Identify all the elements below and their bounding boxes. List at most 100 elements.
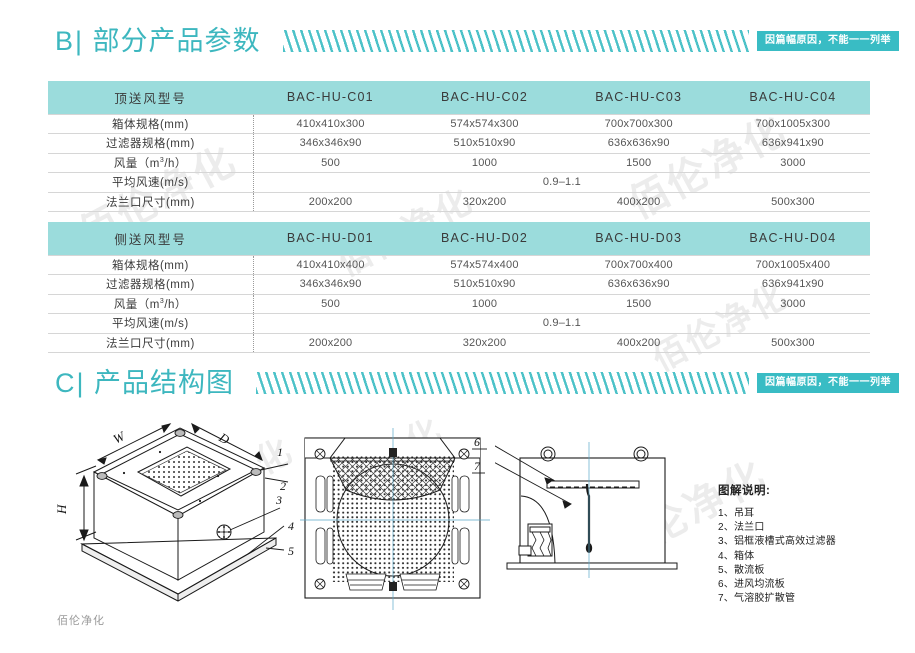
callout-1: 1	[277, 445, 283, 459]
section-title-text-c: 产品结构图	[94, 367, 235, 398]
section-letter-c: C	[55, 367, 76, 398]
legend-item: 7、气溶胶扩散管	[718, 593, 796, 605]
row-label: 法兰口尺寸(mm)	[48, 333, 254, 353]
table-cell: 636x941x90	[715, 133, 870, 154]
section-badge-b: 因篇幅原因，不能一一列举	[757, 31, 899, 51]
table-cell: 1000	[407, 294, 562, 314]
table-cell: 3000	[715, 153, 870, 173]
section-title-text-b: 部分产品参数	[92, 25, 261, 56]
table-cell: 636x941x90	[715, 274, 870, 295]
table-cell: 346x346x90	[253, 133, 408, 154]
table-cell: 3000	[715, 294, 870, 314]
row-label: 过滤器规格(mm)	[48, 133, 254, 154]
table-cell: 700x1005x300	[715, 113, 870, 134]
table-row: 过滤器规格(mm) 346x346x90 510x510x90 636x636x…	[48, 274, 870, 295]
table-row: 风量（m3/h） 500 1000 1500 3000	[48, 294, 870, 314]
legend-item: 2、法兰口	[718, 522, 765, 534]
callout-7: 7	[474, 459, 481, 473]
table-header-row: 侧送风型号 BAC-HU-D01 BAC-HU-D02 BAC-HU-D03 B…	[48, 222, 870, 255]
table-cell: 574x574x300	[407, 113, 562, 134]
callout-4: 4	[288, 519, 294, 533]
table-cell: 400x200	[561, 333, 716, 353]
table-cell: 320x200	[407, 192, 562, 212]
callout-3: 3	[275, 493, 282, 507]
table-column-header: BAC-HU-C02	[407, 81, 562, 114]
row-label: 平均风速(m/s)	[48, 313, 254, 334]
table-row-header-label: 侧送风型号	[48, 222, 254, 255]
table-cell: 1500	[561, 153, 716, 173]
legend-item: 1、吊耳	[718, 508, 755, 519]
dimension-label-h: H	[54, 504, 69, 515]
section-badge-c: 因篇幅原因，不能一一列举	[757, 373, 899, 393]
stripe-decoration	[282, 30, 749, 52]
legend-item: 5、散流板	[718, 564, 765, 576]
dimension-label-d: D	[216, 429, 233, 447]
table-row: 箱体规格(mm) 410x410x400 574x574x400 700x700…	[48, 254, 870, 275]
table-cell: 346x346x90	[253, 274, 408, 295]
table-cell: 500x300	[715, 192, 870, 212]
table-column-header: BAC-HU-D04	[715, 222, 870, 255]
section-header-b: B| 部分产品参数 因篇幅原因，不能一一列举	[0, 18, 915, 64]
diagram-legend: 图解说明: 1、吊耳 2、法兰口 3、铝框液槽式高效过滤器 4、箱体 5、散流板…	[718, 482, 908, 606]
table-cell-merged: 0.9–1.1	[253, 172, 870, 193]
table-header-row: 顶送风型号 BAC-HU-C01 BAC-HU-C02 BAC-HU-C03 B…	[48, 81, 870, 114]
row-label: 平均风速(m/s)	[48, 172, 254, 193]
table-row: 过滤器规格(mm) 346x346x90 510x510x90 636x636x…	[48, 133, 870, 154]
row-label: 风量（m3/h）	[48, 153, 254, 173]
table-row: 平均风速(m/s) 0.9–1.1	[48, 172, 870, 193]
row-label: 法兰口尺寸(mm)	[48, 192, 254, 212]
spec-table-side-supply: 侧送风型号 BAC-HU-D01 BAC-HU-D02 BAC-HU-D03 B…	[48, 222, 870, 353]
table-cell: 200x200	[253, 333, 408, 353]
section-header-c: C| 产品结构图 因篇幅原因，不能一一列举	[0, 360, 915, 406]
table-cell: 400x200	[561, 192, 716, 212]
table-column-header: BAC-HU-D01	[253, 222, 408, 255]
table-row: 平均风速(m/s) 0.9–1.1	[48, 313, 870, 334]
callout-2: 2	[280, 479, 286, 493]
table-column-header: BAC-HU-C04	[715, 81, 870, 114]
dimension-label-w: W	[111, 428, 129, 447]
table-cell: 320x200	[407, 333, 562, 353]
table-column-header: BAC-HU-D02	[407, 222, 562, 255]
spec-table-top-supply: 顶送风型号 BAC-HU-C01 BAC-HU-C02 BAC-HU-C03 B…	[48, 81, 870, 212]
diagram-callouts-6-7: 6 7	[472, 435, 487, 474]
table-cell: 700x1005x400	[715, 254, 870, 275]
table-cell: 500	[253, 294, 408, 314]
table-cell: 410x410x400	[253, 254, 408, 275]
table-cell: 410x410x300	[253, 113, 408, 134]
table-cell: 700x700x300	[561, 113, 716, 134]
row-label: 箱体规格(mm)	[48, 254, 254, 275]
stripe-decoration	[256, 372, 749, 394]
table-column-header: BAC-HU-C03	[561, 81, 716, 114]
table-cell: 1000	[407, 153, 562, 173]
table-row: 法兰口尺寸(mm) 200x200 320x200 400x200 500x30…	[48, 333, 870, 353]
table-row-header-label: 顶送风型号	[48, 81, 254, 114]
table-cell: 1500	[561, 294, 716, 314]
legend-item: 4、箱体	[718, 550, 755, 562]
table-cell: 700x700x400	[561, 254, 716, 275]
table-row: 风量（m3/h） 500 1000 1500 3000	[48, 153, 870, 173]
table-cell: 510x510x90	[407, 133, 562, 154]
legend-title: 图解说明:	[718, 485, 771, 497]
callout-6: 6	[474, 435, 480, 449]
diagram-plan-view	[300, 428, 490, 610]
row-label: 箱体规格(mm)	[48, 113, 254, 134]
table-cell-merged: 0.9–1.1	[253, 313, 870, 334]
section-letter-b: B	[55, 25, 75, 56]
table-row: 箱体规格(mm) 410x410x300 574x574x300 700x700…	[48, 113, 870, 134]
table-cell: 636x636x90	[561, 133, 716, 154]
callout-5: 5	[288, 544, 294, 558]
footer-brand: 佰伦净化	[57, 615, 105, 627]
table-cell: 510x510x90	[407, 274, 562, 295]
table-cell: 200x200	[253, 192, 408, 212]
table-column-header: BAC-HU-C01	[253, 81, 408, 114]
row-label: 风量（m3/h）	[48, 294, 254, 314]
legend-item: 3、铝框液槽式高效过滤器	[718, 536, 836, 548]
table-cell: 574x574x400	[407, 254, 562, 275]
table-cell: 500x300	[715, 333, 870, 353]
table-column-header: BAC-HU-D03	[561, 222, 716, 255]
legend-item: 6、进风均流板	[718, 578, 785, 590]
table-row: 法兰口尺寸(mm) 200x200 320x200 400x200 500x30…	[48, 192, 870, 212]
row-label: 过滤器规格(mm)	[48, 274, 254, 295]
diagram-section-elevation	[495, 442, 678, 578]
section-title-c: C| 产品结构图	[55, 367, 235, 398]
